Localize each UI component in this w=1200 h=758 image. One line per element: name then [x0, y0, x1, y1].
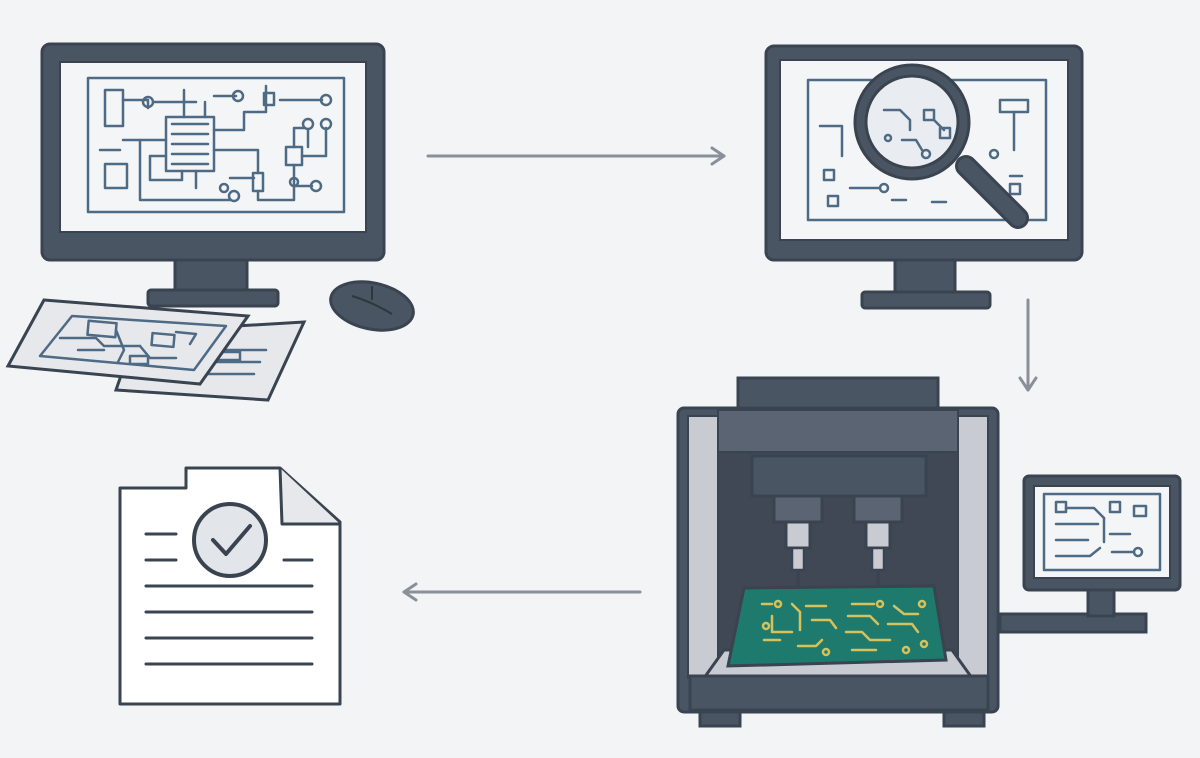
pcb-milling-machine-icon: [676, 376, 1182, 728]
document-text-lines: [144, 532, 314, 666]
pcb-design-workstation-icon: [5, 42, 415, 402]
spindle-gantry: [750, 454, 928, 596]
design-blueprint-sheets: [5, 298, 307, 402]
monitor-stand: [860, 256, 992, 310]
machine-base: [688, 674, 990, 712]
flow-arrows: [402, 146, 1038, 602]
schematic-circuit: [86, 76, 346, 214]
check-badge-icon: [192, 502, 268, 578]
approved-document-icon: [118, 466, 342, 706]
pcb-board: [726, 584, 948, 668]
monitor-stand: [146, 256, 280, 308]
machine-top-cap: [736, 376, 940, 414]
mouse: [329, 280, 415, 332]
design-inspection-monitor-icon: [764, 44, 1084, 310]
control-monitor: [998, 474, 1182, 634]
magnifying-glass-icon: [853, 63, 1029, 229]
